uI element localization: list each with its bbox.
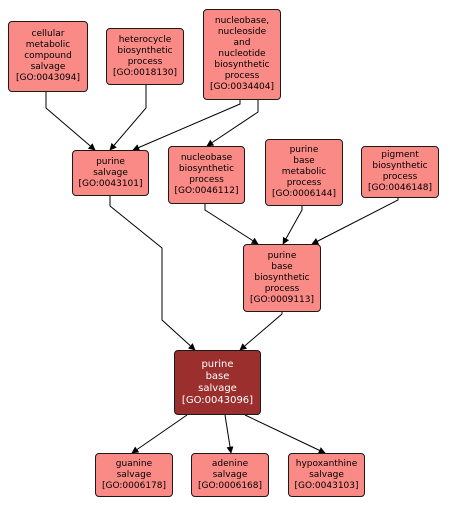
- edge-34404-to-43101: [132, 100, 241, 151]
- node-go-0046112-line-3: process: [189, 175, 224, 185]
- node-go-0043101-line-2: salvage: [93, 167, 128, 178]
- node-go-0006144-line-1: purine: [289, 145, 319, 155]
- node-go-0043094-line-3: compound: [24, 51, 72, 61]
- node-go-0043103-line-3: [GO:0043103]: [294, 480, 359, 491]
- node-go-0006168[interactable]: adenine salvage [GO:0006168]: [191, 453, 269, 497]
- node-go-0043103-line-2: salvage: [309, 469, 344, 480]
- edge-46148-to-9113: [311, 198, 399, 245]
- node-go-0018130-line-3: process: [127, 56, 163, 67]
- node-go-0046112-line-1: nucleobase: [180, 153, 233, 163]
- edge-18130-to-43101: [109, 85, 147, 151]
- node-go-0034404-line-3: and: [233, 38, 251, 48]
- node-go-0018130-line-2: biosynthetic: [117, 45, 173, 56]
- node-go-0043094-line-4: salvage: [30, 62, 66, 72]
- node-go-0043101[interactable]: purine salvage [GO:0043101]: [72, 150, 149, 196]
- edge-43094-to-43101: [45, 92, 96, 151]
- node-go-0006144-line-4: process: [286, 178, 322, 188]
- node-go-0034404[interactable]: nucleobase, nucleoside and nucleotide bi…: [203, 9, 281, 100]
- node-go-0046148-line-1: pigment: [381, 150, 419, 160]
- node-go-0006178-line-3: [GO:0006178]: [101, 480, 167, 491]
- node-go-0009113-line-5: [GO:0009113]: [249, 294, 315, 305]
- node-go-0034404-line-6: process: [224, 71, 260, 81]
- node-go-0046148-line-2: biosynthetic: [372, 161, 428, 171]
- node-go-0009113-line-2: base: [271, 261, 293, 272]
- node-go-0043094-line-1: cellular: [31, 29, 65, 39]
- edge-43096-to-6168: [224, 414, 234, 454]
- node-go-0043096-line-1: purine: [201, 358, 234, 370]
- node-go-0009113-line-4: process: [264, 283, 300, 294]
- node-go-0043101-line-1: purine: [96, 156, 125, 167]
- node-go-0018130[interactable]: heterocycle biosynthetic process [GO:001…: [106, 28, 184, 85]
- node-go-0006178[interactable]: guanine salvage [GO:0006178]: [95, 453, 173, 497]
- node-go-0043096[interactable]: purine base salvage [GO:0043096]: [174, 350, 261, 415]
- node-go-0043094[interactable]: cellular metabolic compound salvage [GO:…: [8, 21, 88, 92]
- node-go-0043103-line-1: hypoxanthine: [295, 458, 358, 469]
- node-go-0009113-line-1: purine: [267, 250, 297, 261]
- node-go-0006144-line-3: metabolic: [281, 167, 327, 177]
- node-go-0043101-line-3: [GO:0043101]: [78, 178, 143, 189]
- node-go-0046148-line-3: process: [382, 172, 418, 182]
- node-go-0006144-line-5: [GO:0006144]: [271, 189, 337, 199]
- edge-43101-to-43096: [109, 196, 196, 351]
- node-go-0034404-line-5: biosynthetic: [214, 60, 270, 70]
- node-go-0006168-line-1: adenine: [211, 458, 249, 469]
- node-go-0043094-line-2: metabolic: [25, 40, 71, 50]
- node-go-0006168-line-3: [GO:0006168]: [197, 480, 263, 491]
- node-go-0046148-line-4: [GO:0046148]: [367, 183, 433, 193]
- node-go-0018130-line-4: [GO:0018130]: [112, 67, 178, 78]
- edge-9113-to-43096: [239, 312, 283, 351]
- node-go-0006178-line-2: salvage: [116, 469, 152, 480]
- node-go-0046112[interactable]: nucleobase biosynthetic process [GO:0046…: [168, 146, 245, 204]
- edge-6144-to-9113: [282, 206, 303, 245]
- node-go-0046112-line-2: biosynthetic: [178, 164, 235, 174]
- node-go-0043096-line-3: salvage: [198, 382, 237, 394]
- edge-43096-to-6178: [131, 414, 188, 454]
- node-go-0034404-line-4: nucleotide: [218, 49, 266, 59]
- node-go-0034404-line-2: nucleoside: [217, 27, 267, 37]
- node-go-0006144-line-2: base: [293, 156, 315, 166]
- node-go-0043096-line-2: base: [205, 370, 230, 382]
- edge-34404-to-46112: [206, 100, 259, 147]
- node-go-0043096-line-4: [GO:0043096]: [181, 394, 254, 406]
- node-go-0043094-line-5: [GO:0043094]: [15, 73, 81, 83]
- node-go-0034404-line-7: [GO:0034404]: [209, 82, 275, 92]
- node-go-0006168-line-2: salvage: [212, 469, 248, 480]
- node-go-0006144[interactable]: purine base metabolic process [GO:000614…: [265, 139, 343, 206]
- node-go-0006178-line-1: guanine: [115, 458, 153, 469]
- node-go-0034404-line-1: nucleobase,: [214, 16, 270, 26]
- node-go-0046148[interactable]: pigment biosynthetic process [GO:0046148…: [361, 146, 439, 198]
- node-go-0009113-line-3: biosynthetic: [254, 272, 310, 283]
- node-go-0043103[interactable]: hypoxanthine salvage [GO:0043103]: [288, 453, 365, 497]
- node-go-0018130-line-1: heterocycle: [118, 34, 172, 45]
- node-go-0046112-line-4: [GO:0046112]: [174, 186, 239, 196]
- node-go-0009113[interactable]: purine base biosynthetic process [GO:000…: [243, 244, 321, 312]
- edge-43096-to-43103: [244, 414, 326, 454]
- edge-46112-to-9113: [204, 204, 259, 245]
